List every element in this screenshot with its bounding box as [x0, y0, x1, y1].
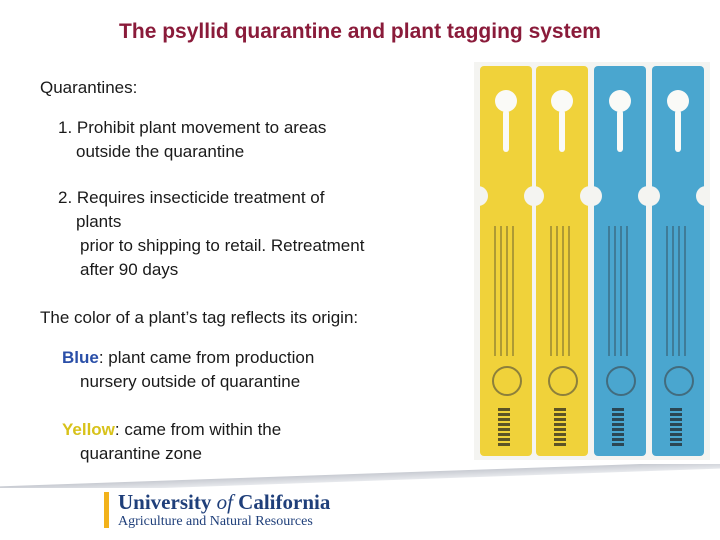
tag-hole-icon	[609, 90, 631, 112]
item-1-line-2: outside the quarantine	[76, 142, 245, 161]
yellow-line-2: quarantine zone	[80, 444, 202, 463]
cdfa-logo-icon	[606, 366, 636, 396]
blue-text: : plant came from production	[98, 348, 315, 367]
footer-swoosh	[0, 464, 720, 488]
cdfa-logo-icon	[548, 366, 578, 396]
blue-word: Blue	[62, 348, 99, 367]
cdfa-logo-icon	[492, 366, 522, 396]
item-1-line-1: 1. Prohibit plant movement to areas	[58, 118, 327, 137]
item-2-line-3: prior to shipping to retail. Retreatment	[80, 236, 365, 255]
quarantine-item-1: 1. Prohibit plant movement to areas outs…	[58, 116, 326, 164]
item-2-line-2: plants	[76, 212, 122, 231]
yellow-tag-2	[534, 66, 590, 456]
tag-hole-icon	[667, 90, 689, 112]
slide-title: The psyllid quarantine and plant tagging…	[119, 20, 601, 43]
uc-logo-subtitle: Agriculture and Natural Resources	[118, 514, 313, 529]
item-2-line-4: after 90 days	[80, 260, 179, 279]
yellow-tag-description: Yellow: came from within the quarantine …	[62, 418, 281, 466]
quarantine-item-2: 2. Requires insecticide treatment of pla…	[58, 186, 364, 282]
item-2-line-1: 2. Requires insecticide treatment of	[58, 188, 325, 207]
quarantines-heading: Quarantines:	[40, 78, 138, 97]
tag-hole-icon	[495, 90, 517, 112]
yellow-tag-1	[478, 66, 534, 456]
plant-tags-photo	[474, 62, 710, 460]
tag-color-heading: The color of a plant’s tag reflects its …	[40, 308, 359, 327]
blue-tag-2	[650, 66, 706, 456]
tag-hole-icon	[551, 90, 573, 112]
yellow-word: Yellow	[62, 420, 115, 439]
cdfa-logo-icon	[664, 366, 694, 396]
blue-tag-description: Blue: plant came from production nursery…	[62, 346, 314, 394]
yellow-text: : came from within the	[114, 420, 282, 439]
blue-tag-1	[592, 66, 648, 456]
uc-logo-bar	[104, 492, 109, 528]
uc-logo-title: University of California	[118, 490, 331, 514]
blue-line-2: nursery outside of quarantine	[80, 372, 301, 391]
